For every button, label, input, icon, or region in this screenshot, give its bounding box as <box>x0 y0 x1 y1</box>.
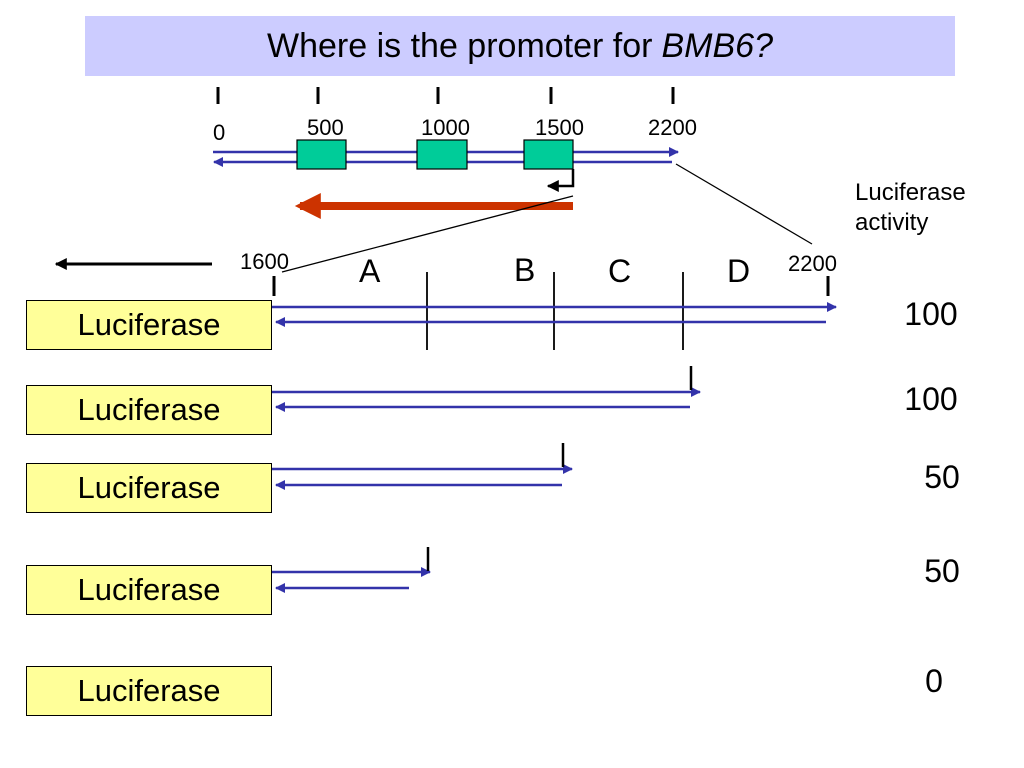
tick-label-1500: 1500 <box>535 115 584 140</box>
tick-label-1000: 1000 <box>421 115 470 140</box>
zoom-line-left <box>281 195 574 273</box>
tick-label-500: 500 <box>307 115 344 140</box>
gene-map-ticks <box>216 87 675 104</box>
luciferase-box-1: Luciferase <box>26 300 272 350</box>
title-gene: BMB6? <box>661 26 773 65</box>
exon-2 <box>416 139 468 170</box>
exon-1 <box>296 139 347 170</box>
region-label-c: C <box>608 253 632 289</box>
luciferase-box-4: Luciferase <box>26 565 272 615</box>
tick-label-2200: 2200 <box>648 115 697 140</box>
activity-value-5: 0 <box>925 663 943 699</box>
zoom-label-start: 1600 <box>240 249 289 274</box>
exon-3 <box>523 139 574 170</box>
activity-value-2: 100 <box>904 381 958 417</box>
construct-end-ticks <box>426 366 693 571</box>
luciferase-box-5: Luciferase <box>26 666 272 716</box>
activity-header: Luciferase activity <box>855 179 966 236</box>
activity-value-4: 50 <box>924 553 960 589</box>
zoom-label-end: 2200 <box>788 251 837 276</box>
activity-value-3: 50 <box>924 459 960 495</box>
region-label-b: B <box>514 252 536 288</box>
luciferase-box-2: Luciferase <box>26 385 272 435</box>
transcription-start-arrow <box>546 169 575 192</box>
region-label-a: A <box>359 253 381 289</box>
activity-value-1: 100 <box>904 296 958 332</box>
construct-dna <box>272 302 837 593</box>
zoom-boundaries <box>272 272 830 350</box>
tick-label-0: 0 <box>213 120 226 145</box>
title-prefix: Where is the promoter for <box>267 26 653 65</box>
luciferase-box-3: Luciferase <box>26 463 272 513</box>
region-label-d: D <box>727 253 751 289</box>
exons <box>296 139 574 170</box>
zoom-line-right <box>675 163 813 245</box>
title-bar: Where is the promoter for BMB6? <box>85 16 955 76</box>
